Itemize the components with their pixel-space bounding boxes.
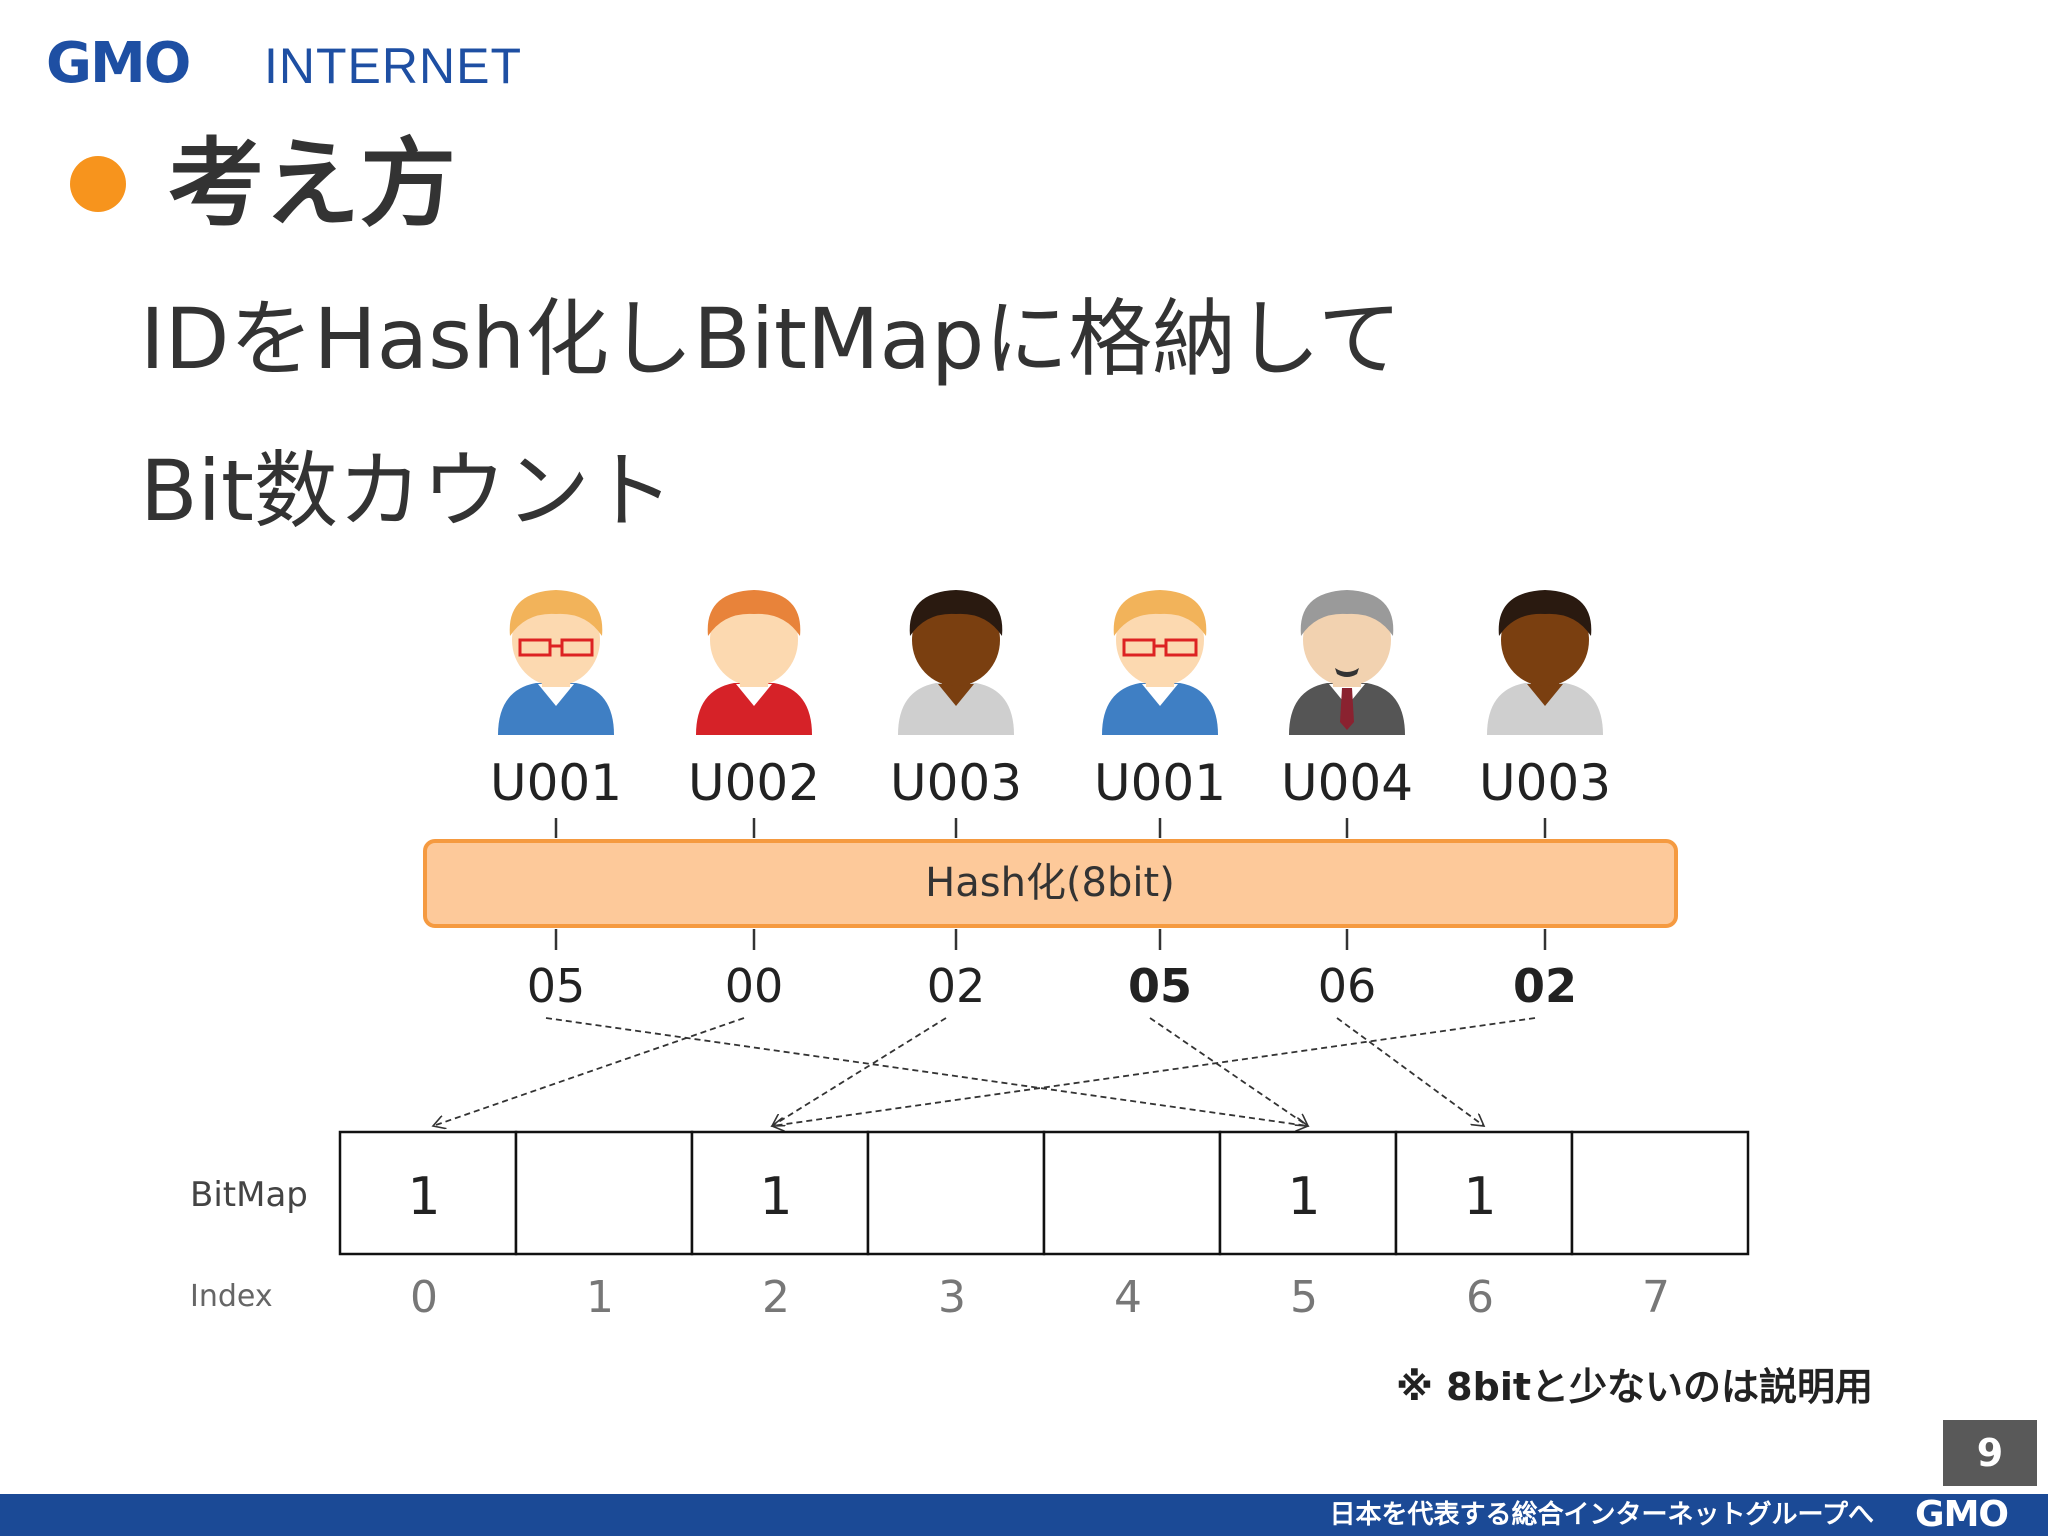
bitmap-cell [866, 1130, 1046, 1256]
bitmap-cell [514, 1130, 694, 1256]
index-value: 0 [410, 1272, 438, 1323]
hash-value: 05 [1128, 959, 1192, 1013]
dark-skin-gray-shirt-icon [1487, 590, 1603, 735]
bitmap-cell [338, 1130, 518, 1256]
footnote: ※ 8bitと少ないのは説明用 [1396, 1365, 1874, 1409]
hash-value: 05 [527, 959, 586, 1013]
redhead-red-shirt-icon [696, 590, 812, 735]
bitmap-label: BitMap [190, 1175, 308, 1215]
user-id-label: U004 [1281, 754, 1413, 812]
hash-arrow [772, 1017, 947, 1126]
orange-bullet-icon [70, 156, 126, 212]
user-id-label: U001 [490, 754, 622, 812]
hash-arrow [433, 1017, 745, 1126]
index-value: 7 [1642, 1272, 1670, 1323]
index-value: 6 [1466, 1272, 1494, 1323]
footer-bar: 日本を代表する総合インターネットグループへ GMO [0, 1494, 2048, 1536]
hash-value: 02 [927, 959, 986, 1013]
index-value: 3 [938, 1272, 966, 1323]
user-id-label: U001 [1094, 754, 1226, 812]
bit-value: 1 [759, 1167, 792, 1227]
index-value: 5 [1290, 1272, 1318, 1323]
blond-glasses-blue-shirt-icon [498, 590, 614, 735]
user-id-label: U002 [688, 754, 820, 812]
bit-value: 1 [1287, 1167, 1320, 1227]
hash-arrow [1336, 1017, 1484, 1126]
slide-title: 考え方 [168, 128, 456, 240]
hash-arrow [772, 1017, 1536, 1126]
footer-tagline: 日本を代表する総合インターネットグループへ [1329, 1500, 1874, 1530]
hash-arrow [1149, 1017, 1308, 1126]
body-line-1: IDをHash化しBitMapに格納して [140, 290, 1402, 388]
user-id-label: U003 [890, 754, 1022, 812]
hash-arrow [545, 1017, 1308, 1126]
bitmap-cell [1042, 1130, 1222, 1256]
gray-hair-suit-icon [1289, 590, 1405, 735]
hash-value: 00 [725, 959, 784, 1013]
body-line-2: Bit数カウント [140, 442, 674, 540]
index-value: 2 [762, 1272, 790, 1323]
page-number: 9 [1943, 1420, 2037, 1486]
footer-gmo-logo: GMO [1915, 1494, 2009, 1535]
bitmap-cell [1570, 1130, 1750, 1256]
blond-glasses-blue-shirt-icon [1102, 590, 1218, 735]
bit-value: 1 [407, 1167, 440, 1227]
hash-function-label: Hash化(8bit) [925, 860, 1175, 906]
dark-skin-gray-shirt-icon [898, 590, 1014, 735]
index-value: 4 [1114, 1272, 1142, 1323]
hash-value: 06 [1318, 959, 1377, 1013]
logo-internet-text: INTERNET [264, 38, 522, 94]
user-id-label: U003 [1479, 754, 1611, 812]
logo-gmo-text: GMO [46, 31, 191, 96]
bit-value: 1 [1463, 1167, 1496, 1227]
hash-value: 02 [1513, 959, 1577, 1013]
index-label: Index [190, 1279, 273, 1314]
index-value: 1 [586, 1272, 614, 1323]
hash-function-box [423, 839, 1678, 928]
